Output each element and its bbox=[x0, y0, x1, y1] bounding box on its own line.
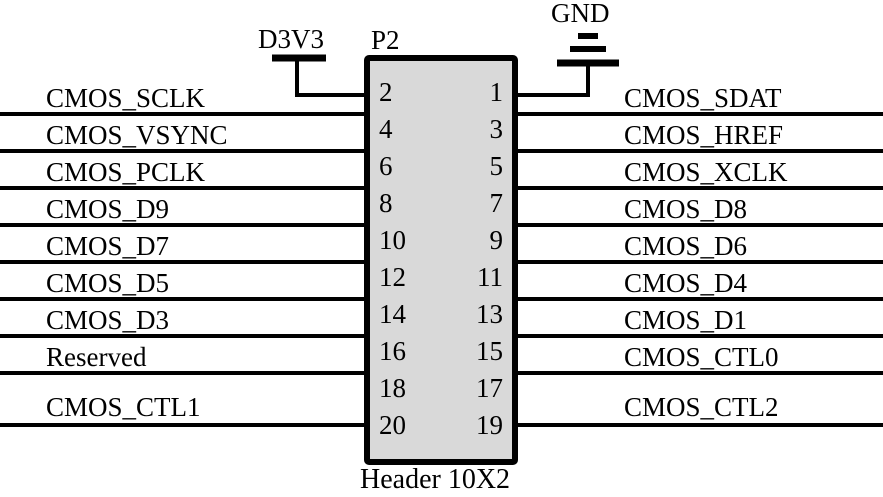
pin-number-3: 3 bbox=[489, 114, 504, 144]
left-wires bbox=[0, 112, 367, 427]
net-label-cmos-pclk: CMOS_PCLK bbox=[46, 157, 206, 187]
pin-number-11: 11 bbox=[477, 262, 503, 292]
power-label-d3v3: D3V3 bbox=[258, 24, 324, 54]
net-label-cmos-ctl0: CMOS_CTL0 bbox=[624, 342, 779, 372]
net-label-cmos-vsync: CMOS_VSYNC bbox=[46, 120, 228, 150]
net-label-cmos-d4: CMOS_D4 bbox=[624, 268, 748, 298]
net-label-cmos-ctl1: CMOS_CTL1 bbox=[46, 392, 201, 422]
pin-number-9: 9 bbox=[489, 225, 504, 255]
net-label-cmos-d8: CMOS_D8 bbox=[624, 194, 748, 224]
net-label-cmos-d3: CMOS_D3 bbox=[46, 305, 170, 335]
gnd-connection-wire bbox=[515, 63, 590, 97]
pin-number-2: 2 bbox=[379, 77, 393, 107]
component-footer-label: Header 10X2 bbox=[360, 464, 511, 495]
net-label-cmos-sdat: CMOS_SDAT bbox=[624, 83, 782, 113]
pin-number-6: 6 bbox=[379, 151, 393, 181]
net-label-reserved: Reserved bbox=[46, 342, 147, 372]
component-refdes-label: P2 bbox=[371, 25, 400, 55]
pin-number-1: 1 bbox=[489, 77, 504, 107]
net-label-cmos-href: CMOS_HREF bbox=[624, 120, 784, 150]
pin-number-20: 20 bbox=[379, 410, 406, 440]
pin-number-13: 13 bbox=[476, 299, 503, 329]
pin-number-5: 5 bbox=[489, 151, 504, 181]
pin-number-19: 19 bbox=[476, 410, 503, 440]
pin-number-10: 10 bbox=[379, 225, 406, 255]
pin-number-17: 17 bbox=[476, 373, 503, 403]
net-label-cmos-sclk: CMOS_SCLK bbox=[46, 83, 206, 113]
pin-number-8: 8 bbox=[379, 188, 393, 218]
pin-number-4: 4 bbox=[379, 114, 393, 144]
net-label-cmos-ctl2: CMOS_CTL2 bbox=[624, 392, 779, 422]
net-label-cmos-xclk: CMOS_XCLK bbox=[624, 157, 788, 187]
net-label-cmos-d5: CMOS_D5 bbox=[46, 268, 170, 298]
pin-number-16: 16 bbox=[379, 336, 406, 366]
component-body-p2[interactable] bbox=[364, 55, 518, 465]
power-label-gnd: GND bbox=[551, 0, 610, 28]
pin-number-14: 14 bbox=[379, 299, 406, 329]
right-wires bbox=[515, 112, 883, 427]
d3v3-connection-wire bbox=[295, 58, 367, 97]
power-symbol-gnd bbox=[515, 33, 619, 97]
net-label-cmos-d6: CMOS_D6 bbox=[624, 231, 748, 261]
pin-number-15: 15 bbox=[476, 336, 503, 366]
net-label-cmos-d1: CMOS_D1 bbox=[624, 305, 748, 335]
net-label-cmos-d7: CMOS_D7 bbox=[46, 231, 170, 261]
net-label-cmos-d9: CMOS_D9 bbox=[46, 194, 170, 224]
pin-number-18: 18 bbox=[379, 373, 406, 403]
pin-number-7: 7 bbox=[489, 188, 504, 218]
pin-number-12: 12 bbox=[379, 262, 406, 292]
power-symbol-d3v3 bbox=[272, 54, 367, 97]
